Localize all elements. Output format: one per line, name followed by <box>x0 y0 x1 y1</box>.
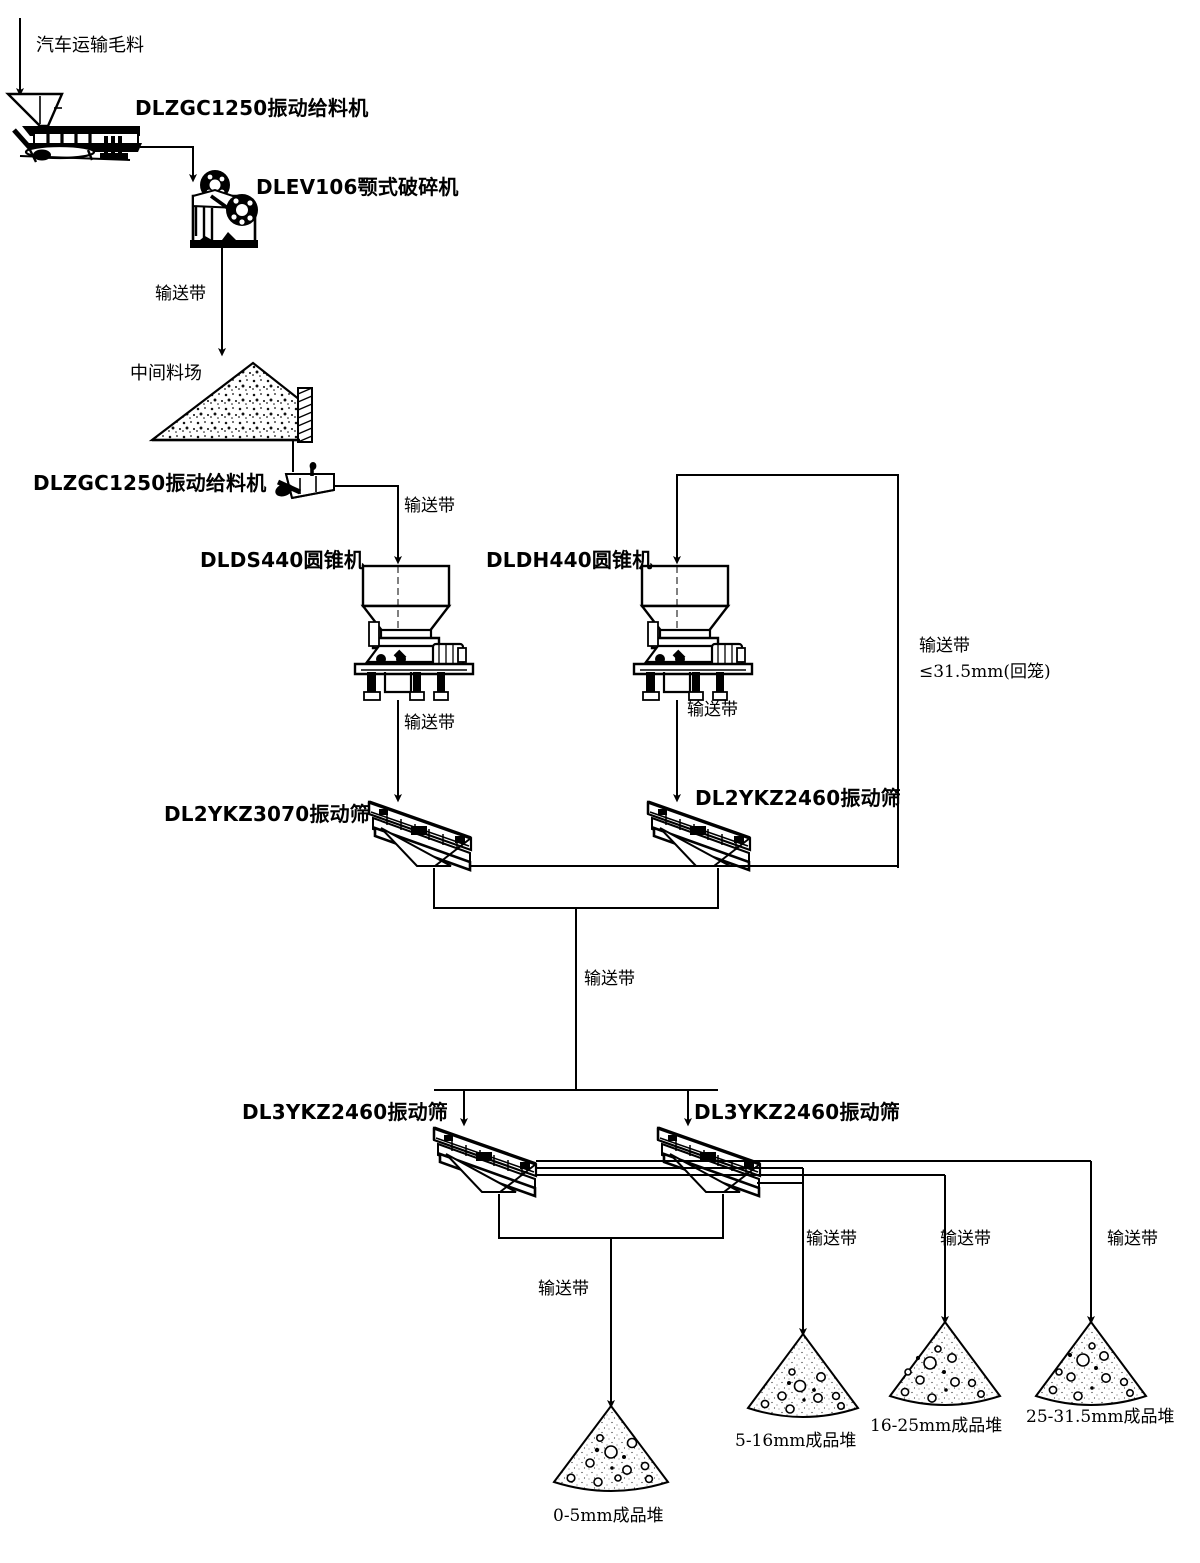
combine-to-conveyor5 <box>433 868 719 1127</box>
conveyor-feeder1-to-jaw <box>140 146 197 183</box>
label-conveyor-9: 输送带 <box>1107 1229 1158 1249</box>
label-screen-2ykz2460: DL2YKZ2460振动筛 <box>695 786 902 810</box>
conveyor-to-pile-0-5 <box>498 1194 724 1409</box>
label-conveyor-5: 输送带 <box>584 969 635 989</box>
label-vibrating-feeder-2: DLZGC1250振动给料机 <box>33 471 267 495</box>
vibrating-feeder-1-graphic <box>5 92 142 163</box>
label-pile-16-25: 16-25mm成品堆 <box>870 1416 1003 1436</box>
label-pile-25-31-5: 25-31.5mm成品堆 <box>1026 1407 1175 1427</box>
label-conveyor-2: 输送带 <box>404 496 455 516</box>
label-conveyor-7: 输送带 <box>806 1229 857 1249</box>
label-cone-crusher-left: DLDS440圆锥机 <box>200 548 365 572</box>
screen-2ykz3070-graphic <box>367 800 473 872</box>
recirculation-loop <box>673 474 899 868</box>
label-recirculation-conveyor: 输送带 ≤31.5mm(回笼) <box>919 634 1051 685</box>
label-raw-material-feed: 汽车运输毛料 <box>36 35 144 56</box>
product-takeoff-lines <box>536 1160 1091 1176</box>
conveyor-feeder2-to-ds440 <box>334 485 402 565</box>
label-recirc-line1: 输送带 <box>919 636 970 656</box>
vibrating-feeder-2-graphic <box>275 462 335 500</box>
jaw-crusher-graphic <box>190 170 258 248</box>
label-conveyor-3: 输送带 <box>404 713 455 733</box>
label-cone-crusher-right: DLDH440圆锥机 <box>486 548 653 572</box>
label-screen-2ykz3070: DL2YKZ3070振动筛 <box>164 802 371 826</box>
screen-3ykz2460-left-graphic <box>432 1126 538 1198</box>
pile-5-16-graphic <box>746 1332 860 1418</box>
intermediate-yard-graphic <box>148 361 313 443</box>
label-conveyor-4: 输送带 <box>687 700 738 720</box>
screen-2ykz2460-graphic <box>646 800 752 872</box>
label-intermediate-yard: 中间料场 <box>130 363 202 384</box>
label-conveyor-1: 输送带 <box>155 284 206 304</box>
pile-0-5-graphic <box>552 1404 670 1492</box>
label-screen-3ykz2460-right: DL3YKZ2460振动筛 <box>694 1100 901 1124</box>
label-pile-5-16: 5-16mm成品堆 <box>735 1431 857 1451</box>
cone-crusher-dh440-graphic <box>632 564 754 701</box>
label-recirc-line2: ≤31.5mm(回笼) <box>919 661 1051 682</box>
label-vibrating-feeder-1: DLZGC1250振动给料机 <box>135 96 369 120</box>
label-conveyor-6: 输送带 <box>538 1279 589 1299</box>
label-conveyor-8: 输送带 <box>940 1229 991 1249</box>
conveyor-to-pile-5-16 <box>757 1168 807 1337</box>
label-screen-3ykz2460-left: DL3YKZ2460振动筛 <box>242 1100 449 1124</box>
pile-16-25-graphic <box>888 1320 1002 1406</box>
cone-crusher-ds440-graphic <box>353 564 475 701</box>
label-pile-0-5: 0-5mm成品堆 <box>553 1506 664 1526</box>
label-jaw-crusher: DLEV106颚式破碎机 <box>256 175 459 199</box>
pile-25-31-5-graphic <box>1034 1320 1148 1406</box>
